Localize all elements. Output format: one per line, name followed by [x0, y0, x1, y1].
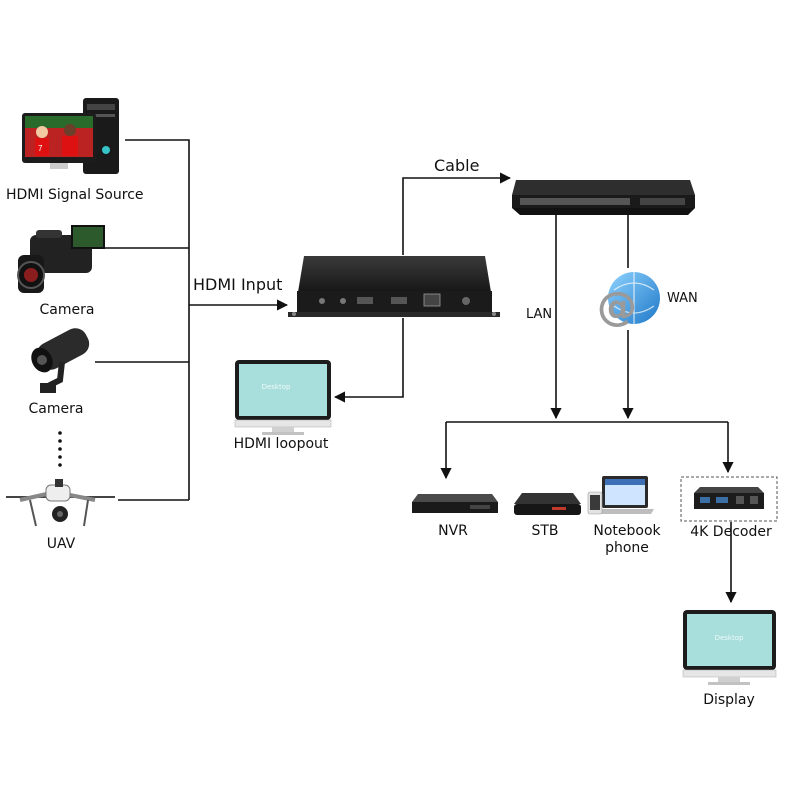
label-hdmi-loopout: HDMI loopout	[233, 436, 329, 452]
drone-icon	[6, 479, 115, 527]
label-lan: LAN	[526, 307, 553, 322]
nvr-icon	[412, 494, 498, 513]
svg-text:@: @	[597, 284, 637, 330]
svg-text:7: 7	[38, 144, 43, 153]
label-display: Display	[703, 692, 755, 708]
network-switch-icon	[512, 180, 695, 215]
bus-line	[125, 139, 190, 500]
label-hdmi-signal-source: HDMI Signal Source	[6, 187, 144, 203]
label-phone: phone	[605, 540, 649, 556]
label-cable: Cable	[434, 156, 480, 175]
loopout-arrow	[333, 318, 404, 403]
ellipsis-dots	[58, 431, 62, 467]
decoder-icon	[680, 476, 778, 522]
label-nvr: NVR	[438, 523, 468, 539]
label-hdmi-input: HDMI Input	[193, 275, 283, 294]
display-monitor-icon: Desktop	[682, 610, 777, 685]
label-uav: UAV	[46, 536, 76, 552]
label-stb: STB	[531, 523, 559, 539]
stb-icon	[514, 493, 581, 515]
label-wan: WAN	[667, 291, 698, 306]
label-4k-decoder: 4K Decoder	[690, 524, 772, 540]
encoder-device-icon	[288, 256, 500, 317]
connector-lines	[95, 139, 737, 604]
label-camera-1: Camera	[39, 302, 95, 318]
pc-icon: 7	[22, 98, 119, 174]
camcorder-icon	[17, 225, 105, 293]
bullet-camera-icon	[31, 328, 90, 393]
notebook-phone-icon	[587, 476, 654, 515]
loopout-monitor-icon: Desktop	[234, 360, 332, 435]
cable-arrow	[402, 172, 512, 255]
svg-text:Desktop: Desktop	[262, 383, 291, 391]
svg-text:Desktop: Desktop	[715, 634, 744, 642]
wan-globe-icon: @	[597, 272, 660, 330]
label-notebook: Notebook	[593, 523, 661, 539]
label-camera-2: Camera	[28, 401, 84, 417]
